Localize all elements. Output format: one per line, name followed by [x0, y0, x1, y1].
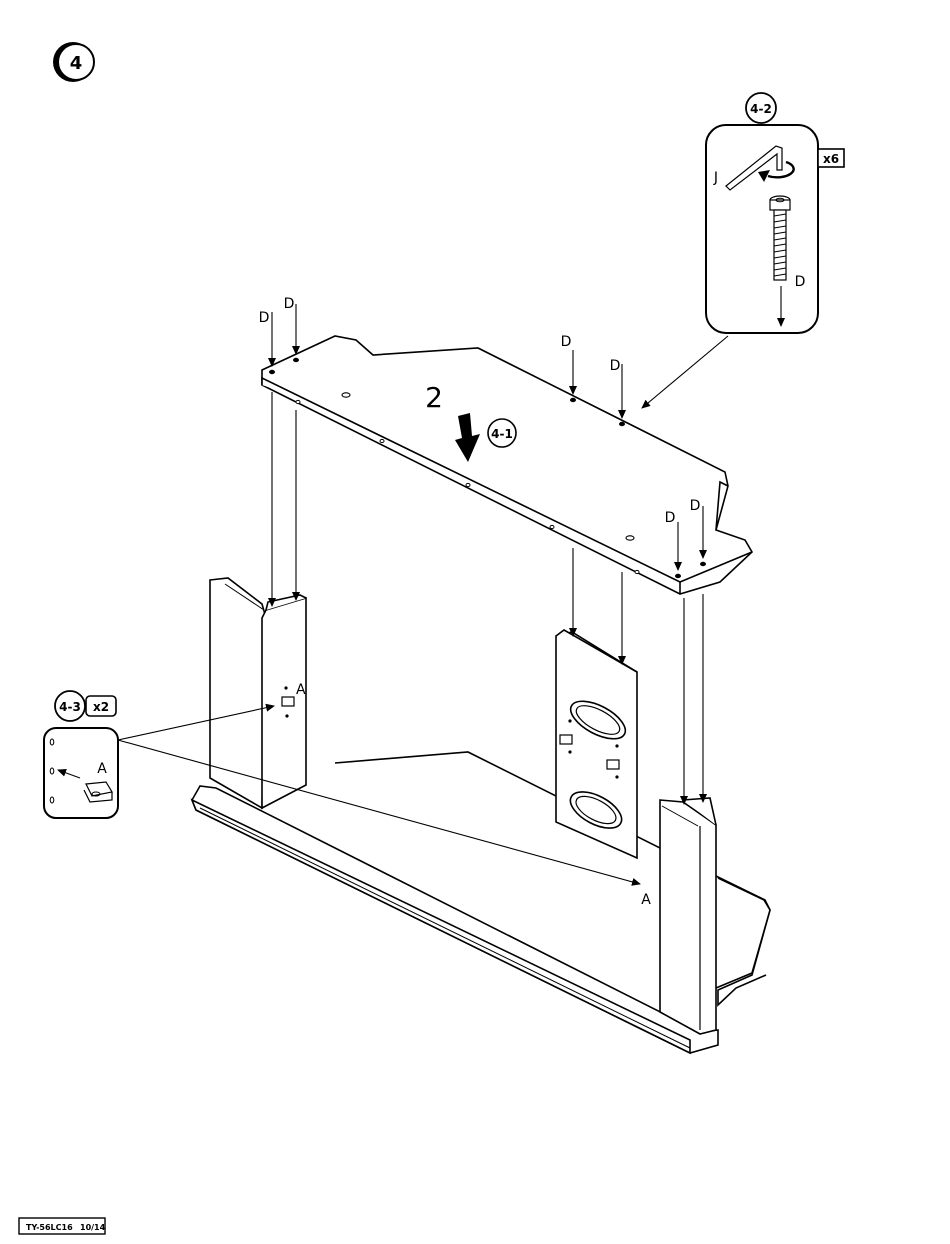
svg-text:A: A: [296, 682, 306, 698]
svg-text:D: D: [690, 498, 701, 514]
footer-code: TY-56LC16 10/14: [19, 1218, 106, 1234]
svg-text:D: D: [561, 334, 572, 350]
svg-text:D: D: [259, 310, 270, 326]
svg-text:D: D: [610, 358, 621, 374]
callout-4-2: 4-2 x6 J D: [706, 93, 844, 333]
svg-text:D: D: [284, 296, 295, 312]
svg-text:4-1: 4-1: [491, 427, 513, 441]
bolt-label: D: [795, 274, 806, 290]
step-badge: 4: [53, 42, 94, 82]
tool-label: J: [713, 170, 718, 186]
svg-text:D: D: [665, 510, 676, 526]
svg-text:x2: x2: [93, 700, 109, 714]
middle-panel: [556, 630, 637, 858]
callout-4-3-part-label: A: [97, 761, 107, 777]
svg-text:4-2: 4-2: [750, 102, 772, 116]
callout-4-3: A 4-3 x2: [44, 691, 118, 818]
svg-text:4-3: 4-3: [59, 700, 81, 714]
panel-number-label: 2: [425, 381, 443, 414]
connector-a-right-label: A: [641, 892, 651, 908]
step-number: 4: [70, 53, 83, 74]
svg-text:TY-56LC16: TY-56LC16: [26, 1223, 73, 1232]
callout-4-1-badge: 4-1: [488, 419, 516, 447]
right-side-panel: [660, 798, 716, 1034]
svg-text:10/14: 10/14: [80, 1223, 106, 1232]
svg-text:x6: x6: [823, 152, 839, 166]
left-side-panel: [210, 578, 306, 808]
